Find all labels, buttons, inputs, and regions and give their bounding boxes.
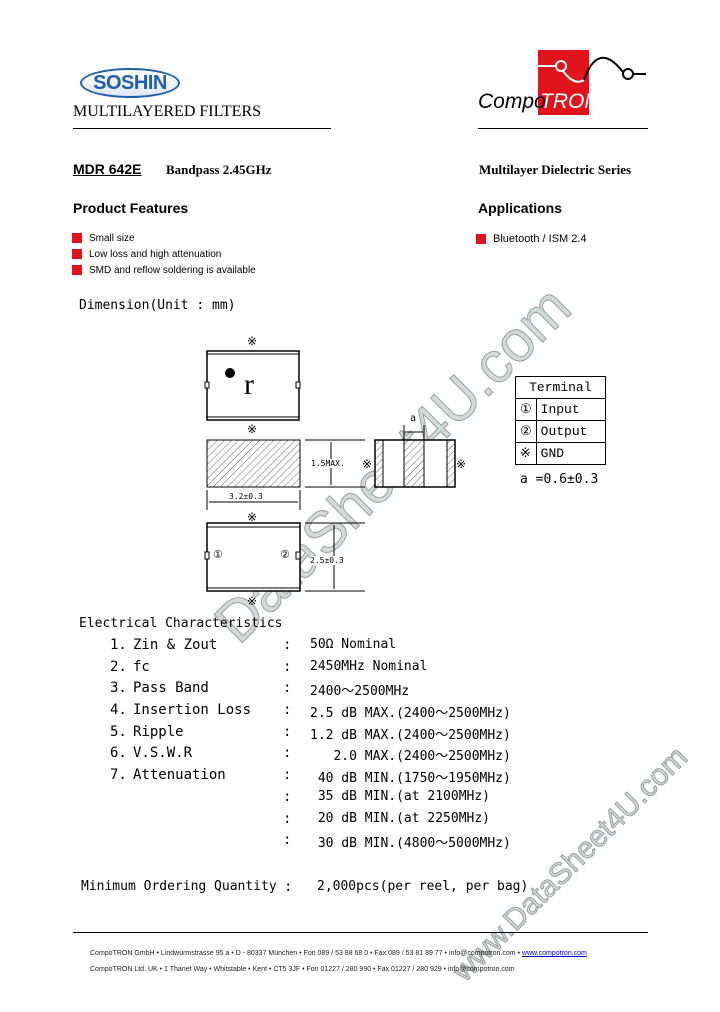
spec-row: 1.Zin & Zout:50Ω Nominal — [110, 637, 397, 653]
dimension-heading: Dimension(Unit : mm) — [79, 298, 236, 313]
spec-row: 5.Ripple:1.2 dB MAX.(2400～2500MHz) — [110, 723, 511, 743]
bullet-icon — [72, 233, 82, 243]
feature-item: SMD and reflow soldering is available — [72, 262, 256, 278]
compotron-logo: Compo TRON — [478, 50, 668, 125]
moq-colon: : — [284, 879, 293, 895]
product-description: Bandpass 2.45GHz — [166, 162, 272, 177]
feature-item: Low loss and high attenuation — [72, 246, 256, 262]
moq-value: 2,000pcs(per reel, per bag) — [317, 879, 529, 894]
marking-text: r — [244, 368, 254, 401]
dimension-drawing: ※ r ※ 1.5MAX. 3.2±0.3 ※ ① ② 2.5±0.3 ※ ※ … — [200, 330, 620, 610]
spec-row: : 30 dB MIN.(4800～5000MHz) — [283, 832, 511, 852]
height-dimension: 1.5MAX. — [311, 459, 345, 468]
gnd-mark: ※ — [247, 594, 258, 608]
gnd-mark: ※ — [247, 334, 258, 348]
bullet-icon — [476, 234, 486, 244]
pin2-mark: ② — [280, 549, 290, 561]
subtitle: MULTILAYERED FILTERS — [73, 103, 262, 120]
footer-germany: CompoTRON GmbH • Lindwurmstrasse 95 a • … — [90, 950, 587, 957]
gnd-mark: ※ — [362, 457, 373, 471]
footer-uk: CompoTRON Ltd. UK • 1 Thanet Way • Whits… — [90, 966, 515, 973]
moq-label: Minimum Ordering Quantity — [81, 879, 277, 894]
a-value: a =0.6±0.3 — [520, 472, 599, 487]
pin1-mark: ① — [213, 549, 223, 561]
bullet-icon — [72, 265, 82, 275]
gnd-mark: ※ — [247, 510, 258, 524]
electrical-heading: Electrical Characteristics — [79, 616, 283, 631]
spec-row: : 35 dB MIN.(at 2100MHz) — [283, 788, 491, 805]
electrical-table: (function(){ var s = document.currentScr… — [0, 637, 720, 854]
gnd-mark: ※ — [456, 457, 467, 471]
series-name: Multilayer Dielectric Series — [479, 162, 632, 177]
applications-heading: Applications — [478, 200, 563, 216]
length-dimension: 3.2±0.3 — [229, 492, 263, 501]
features-list: Small size Low loss and high attenuation… — [72, 230, 256, 278]
header-rule-left — [73, 128, 331, 129]
footer-rule — [73, 932, 648, 933]
spec-row: 7.Attenuation: 40 dB MIN.(1750～1950MHz) — [110, 767, 511, 787]
model-number: MDR 642E — [73, 161, 142, 177]
application-item: Bluetooth / ISM 2.4 — [476, 233, 587, 245]
spec-row: : 20 dB MIN.(at 2250MHz) — [283, 810, 491, 827]
soshin-logo: SOSHIN — [80, 68, 180, 98]
a-dimension: a — [410, 413, 417, 424]
header-rule-right — [478, 128, 648, 129]
gnd-mark: ※ — [247, 422, 258, 436]
spec-row: 4.Insertion Loss:2.5 dB MAX.(2400～2500MH… — [110, 702, 511, 722]
signal-wave-icon — [538, 56, 646, 83]
spec-row: 6.V.S.W.R: 2.0 MAX.(2400～2500MHz) — [110, 745, 511, 765]
spec-row: 2.fc:2450MHz Nominal — [110, 658, 428, 675]
feature-item: Small size — [72, 230, 256, 246]
features-heading: Product Features — [73, 200, 189, 216]
package-outline-drawing — [204, 350, 456, 592]
website-link[interactable]: www.compotron.com — [521, 950, 587, 957]
width-dimension: 2.5±0.3 — [310, 556, 344, 565]
spec-row: 3.Pass Band:2400～2500MHz — [110, 680, 410, 700]
terminal-row: ※GND — [515, 442, 606, 465]
bullet-icon — [72, 249, 82, 259]
